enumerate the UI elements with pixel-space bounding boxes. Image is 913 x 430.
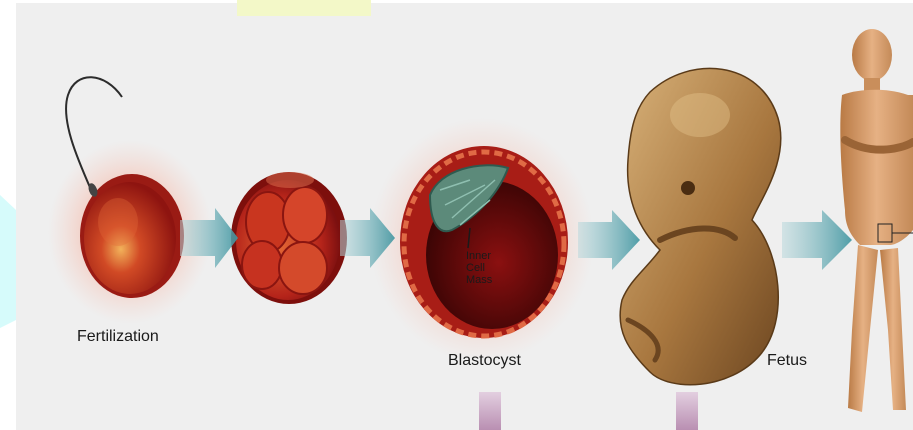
highlight-cyan: [0, 195, 16, 328]
morula-icon: [231, 172, 347, 304]
label-inner-cell-mass: Inner Cell Mass: [466, 250, 492, 286]
inner-cell-mass-line-3: Mass: [466, 274, 492, 286]
blastocyst-icon: [370, 118, 594, 362]
highlight-yellow: [237, 0, 371, 16]
tube-blastocyst: [479, 392, 501, 430]
fetus-icon: [620, 68, 781, 384]
label-blastocyst: Blastocyst: [448, 352, 521, 370]
label-fertilization: Fertilization: [77, 328, 159, 346]
inner-cell-mass-line-2: Cell: [466, 262, 492, 274]
tube-fetus: [676, 392, 698, 430]
label-fetus: Fetus: [767, 352, 807, 370]
inner-cell-mass-line-1: Inner: [466, 250, 492, 262]
